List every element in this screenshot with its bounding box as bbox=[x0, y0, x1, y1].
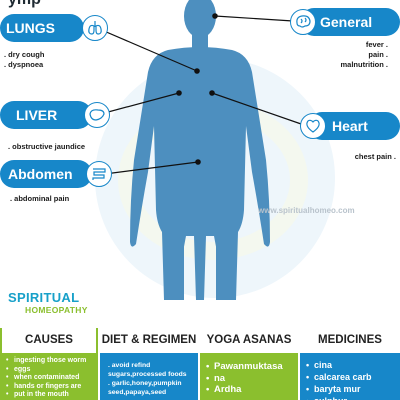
symptom-text: . dry cough bbox=[4, 50, 45, 59]
list-item: calcarea carb bbox=[306, 371, 396, 383]
causes-heading: CAUSES bbox=[2, 328, 96, 353]
liver-icon bbox=[84, 102, 110, 128]
list-item: hands or fingers are bbox=[6, 383, 94, 392]
brand-subtitle: HOMEOPATHY bbox=[25, 305, 88, 315]
organ-label-general: General bbox=[320, 14, 373, 30]
yoga-asanas-heading: YOGA ASANAS bbox=[200, 328, 298, 353]
list-item: when contaminated bbox=[6, 374, 94, 383]
yoga-asanas-panel: YOGA ASANAS Pawanmuktasa na Ardha bbox=[200, 328, 298, 400]
symptom-text: pain . bbox=[368, 50, 388, 59]
organ-label-heart: Heart bbox=[332, 118, 368, 134]
liver-symptoms: . obstructive jaundice bbox=[8, 142, 85, 152]
organ-label-abdomen: Abdomen bbox=[8, 166, 73, 182]
organ-pill-liver: LIVER bbox=[0, 101, 92, 129]
medicines-heading: MEDICINES bbox=[300, 328, 400, 353]
medicines-list: cina calcarea carb baryta mur sulphur bbox=[300, 353, 400, 400]
list-item: eggs bbox=[6, 366, 94, 375]
causes-panel: CAUSES ingesting those worm eggs when co… bbox=[0, 328, 98, 400]
symptom-text: . dyspnoea bbox=[4, 60, 44, 69]
list-item: cina bbox=[306, 359, 396, 371]
list-item: Ardha bbox=[206, 384, 294, 396]
heart-symptoms: chest pain . bbox=[355, 152, 396, 162]
organ-pill-lungs: LUNGS bbox=[0, 14, 84, 42]
diet-list: . avoid refind sugars,processed foods . … bbox=[100, 353, 198, 397]
symptom-text: fever . bbox=[365, 40, 388, 49]
heart-icon bbox=[300, 113, 326, 139]
list-item: ingesting those worm bbox=[6, 357, 94, 366]
list-item: sulphur bbox=[306, 395, 396, 400]
diet-regimen-heading: DIET & REGIMEN bbox=[100, 328, 198, 353]
lungs-symptoms: . dry cough . dyspnoea bbox=[4, 50, 44, 70]
list-item: put in the mouth bbox=[6, 391, 94, 400]
diet-regimen-panel: DIET & REGIMEN . avoid refind sugars,pro… bbox=[100, 328, 198, 400]
symptom-text: malnutrition . bbox=[340, 60, 389, 69]
yoga-list: Pawanmuktasa na Ardha bbox=[200, 353, 298, 396]
abdomen-symptoms: . abdominal pain bbox=[10, 194, 69, 204]
organ-label-liver: LIVER bbox=[16, 107, 58, 123]
organ-pill-general: General bbox=[300, 8, 400, 36]
list-item: . avoid refind bbox=[108, 362, 151, 369]
symptom-text: . obstructive jaundice bbox=[8, 142, 86, 151]
symptom-text: . abdominal pain bbox=[10, 194, 70, 203]
symptom-text: chest pain . bbox=[354, 152, 396, 161]
brand-name: SPIRITUAL bbox=[8, 290, 80, 305]
medicines-panel: MEDICINES cina calcarea carb baryta mur … bbox=[300, 328, 400, 400]
brain-icon bbox=[290, 9, 316, 35]
causes-list: ingesting those worm eggs when contamina… bbox=[0, 353, 98, 400]
list-item: seed,papaya,seed bbox=[108, 389, 167, 396]
lungs-icon bbox=[82, 15, 108, 41]
list-item: sugars,processed foods bbox=[108, 371, 187, 378]
intestine-icon bbox=[86, 161, 112, 187]
list-item: na bbox=[206, 373, 294, 385]
page-title-fragment: ymp bbox=[8, 0, 41, 9]
list-item: . garlic,honey,pumpkin bbox=[108, 380, 182, 387]
website-watermark: www.spiritualhomeo.com bbox=[258, 206, 355, 215]
list-item: baryta mur bbox=[306, 383, 396, 395]
organ-pill-abdomen: Abdomen bbox=[0, 160, 92, 188]
general-symptoms: fever . pain . malnutrition . bbox=[341, 40, 389, 70]
list-item: Pawanmuktasa bbox=[206, 361, 294, 373]
organ-label-lungs: LUNGS bbox=[6, 20, 55, 36]
